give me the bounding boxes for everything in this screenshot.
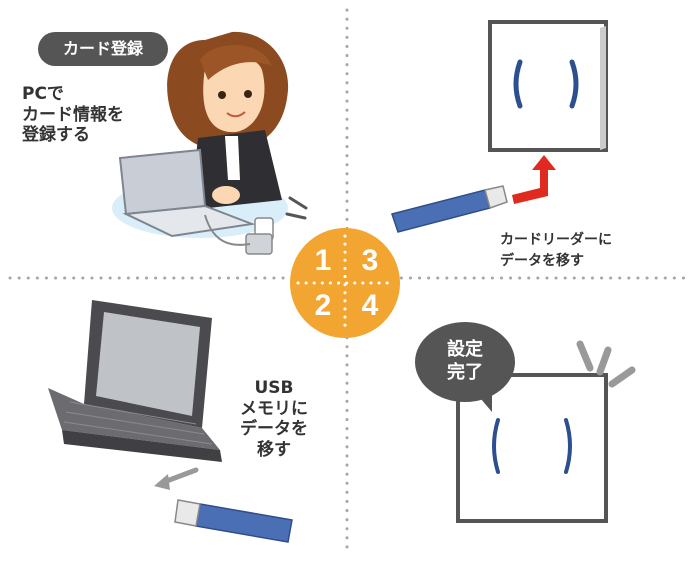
step3-line-2: データを移す	[500, 253, 584, 269]
arrow-gray-icon	[161, 467, 199, 485]
woman-laptop-illustration	[112, 31, 308, 255]
step-number-1: 1	[314, 244, 332, 277]
step2-line-1: USB	[254, 378, 294, 398]
step2-caption: USB メモリに データを 移す	[234, 378, 314, 461]
usb-stick-step2	[174, 499, 293, 543]
step2-line-4: 移す	[257, 440, 291, 461]
step3-line-1: カードリーダーに	[500, 232, 612, 248]
step2-line-2: メモリに	[240, 398, 308, 419]
step-number-3: 3	[361, 244, 379, 277]
usb-stick-step3	[391, 185, 508, 233]
step1-caption: PCで カード情報を 登録する	[22, 84, 162, 146]
step3-caption: カードリーダーに データを移す	[500, 230, 700, 272]
step1-line-3: 登録する	[22, 125, 90, 146]
step1-line-2: カード情報を	[22, 104, 124, 125]
step4-caption: 設定 完了	[433, 339, 497, 384]
step-number-2: 2	[314, 289, 332, 322]
laptop-illustration	[48, 300, 222, 462]
step1-line-1: PCで	[22, 84, 64, 104]
step4-line-2: 完了	[447, 361, 483, 383]
step-number-4: 4	[361, 289, 379, 322]
speech-bubble	[415, 322, 515, 412]
arrow-red-icon	[512, 155, 556, 204]
step-number-circle	[290, 228, 400, 338]
badge-title: カード登録	[62, 39, 143, 58]
card-reader-panel	[488, 20, 608, 152]
step2-line-3: データを	[240, 419, 308, 440]
badge-shape	[38, 32, 168, 66]
step4-line-1: 設定	[447, 339, 483, 360]
